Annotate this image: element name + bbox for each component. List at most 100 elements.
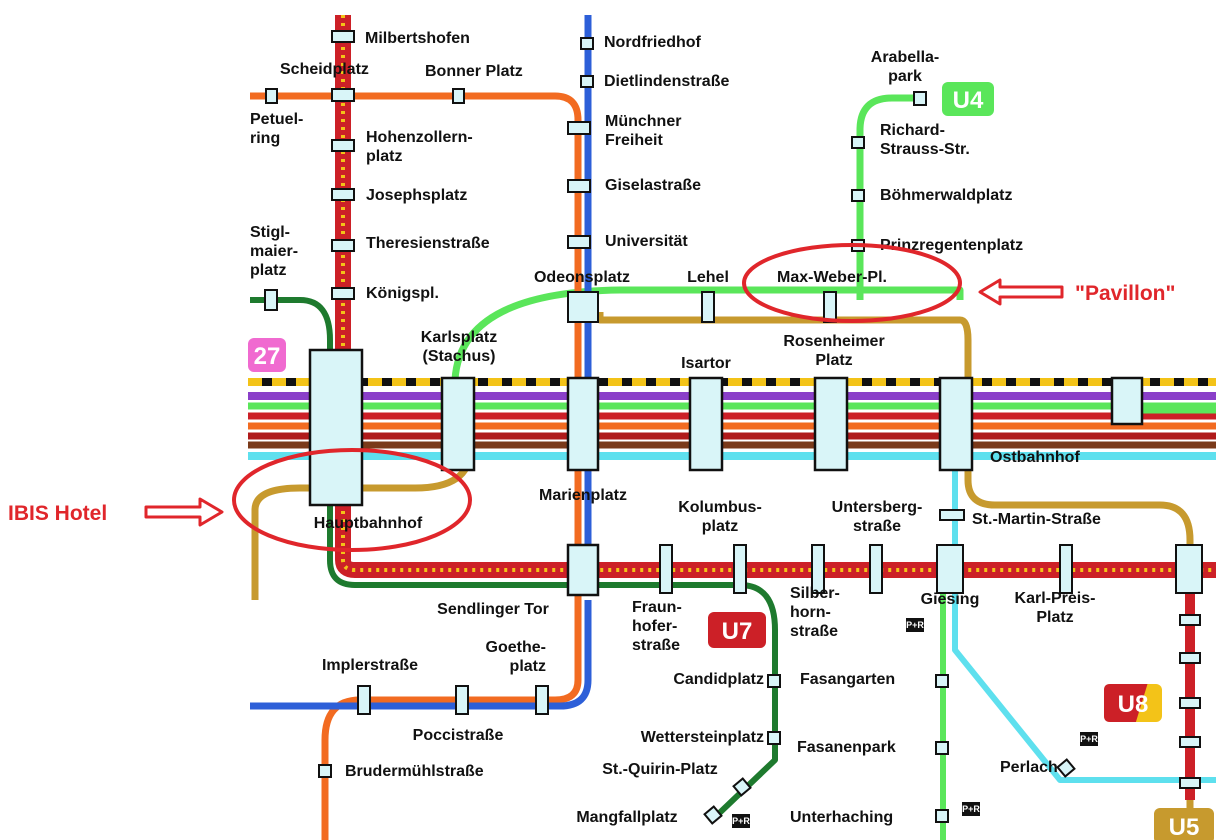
station-label-odeonsplatz: Odeonsplatz bbox=[534, 269, 630, 286]
station-marker-candidplatz bbox=[767, 674, 781, 688]
station-marker-wettersteinplatz bbox=[767, 731, 781, 745]
pr-label: P+R bbox=[732, 816, 750, 826]
badge-bg bbox=[708, 612, 766, 648]
station-label-line: Rosenheimer bbox=[783, 333, 884, 350]
station-label-line: St.-Martin-Straße bbox=[972, 511, 1101, 528]
station-label-st-martin-strasse: St.-Martin-Straße bbox=[972, 511, 1101, 528]
line-badge-u4: U4 bbox=[942, 82, 994, 116]
badge-label: U4 bbox=[953, 87, 984, 114]
station-marker-marienplatz bbox=[566, 376, 600, 472]
station-marker-mangfallplatz bbox=[703, 805, 723, 825]
station-marker-east-end bbox=[1110, 376, 1144, 426]
station-label-wettersteinplatz: Wettersteinplatz bbox=[641, 729, 764, 746]
station-label-prinzregentenplatz: Prinzregentenplatz bbox=[880, 237, 1023, 254]
line-u4-north bbox=[856, 94, 925, 300]
station-label-untersbergstrasse: Untersberg-straße bbox=[832, 499, 923, 535]
highlight-circle-max-weber-platz bbox=[742, 243, 962, 323]
station-marker-dietlindenstrasse bbox=[580, 75, 594, 88]
station-marker-scheidplatz bbox=[331, 88, 355, 102]
station-label-line: Scheidplatz bbox=[280, 61, 369, 78]
badge-bg bbox=[942, 82, 994, 116]
station-label-line: Freiheit bbox=[605, 132, 663, 149]
station-label-richard-strauss: Richard- Strauss-Str. bbox=[880, 122, 970, 158]
station-label-line: straße bbox=[632, 637, 680, 654]
station-marker-u8-stop-5 bbox=[1179, 777, 1201, 789]
station-marker-st-martin-strasse bbox=[939, 509, 965, 521]
route-lines bbox=[248, 15, 1216, 840]
station-marker-petuelring bbox=[265, 88, 278, 104]
station-marker-st-quirin-platz bbox=[732, 777, 752, 797]
station-label-poccistrasse: Poccistraße bbox=[413, 727, 504, 744]
station-label-line: Sendlinger Tor bbox=[437, 601, 549, 618]
station-marker-unterhaching bbox=[935, 809, 949, 823]
station-marker-giesing bbox=[936, 544, 964, 594]
station-marker-sendlinger-tor bbox=[566, 543, 600, 597]
badge-label: 27 bbox=[254, 343, 281, 370]
station-label-line: (Stachus) bbox=[423, 348, 496, 365]
station-label-line: Hauptbahnhof bbox=[314, 515, 423, 532]
station-marker-fasanenpark bbox=[935, 741, 949, 755]
station-label-sendlinger-tor: Sendlinger Tor bbox=[437, 601, 549, 618]
badge-bg bbox=[1154, 808, 1214, 840]
park-and-ride-icon: P+R bbox=[962, 802, 980, 816]
station-marker-josephsplatz bbox=[331, 188, 355, 201]
station-label-line: Arabella- bbox=[871, 49, 939, 66]
station-label-line: Hohenzollern- bbox=[366, 129, 473, 146]
station-label-line: Marienplatz bbox=[539, 487, 627, 504]
annotation-pavillon: "Pavillon" bbox=[1075, 282, 1175, 305]
station-marker-bonner-platz bbox=[452, 88, 465, 104]
station-label-line: park bbox=[888, 68, 922, 85]
station-label-line: Petuel- bbox=[250, 111, 303, 128]
station-marker-poccistrasse bbox=[455, 685, 469, 715]
pr-box bbox=[732, 814, 750, 828]
station-label-line: Platz bbox=[1036, 609, 1073, 626]
station-label-line: maier- bbox=[250, 243, 298, 260]
line-badge-u5: U5 bbox=[1154, 808, 1214, 840]
badge-label: U8 bbox=[1118, 691, 1149, 718]
pr-box bbox=[962, 802, 980, 816]
station-label-line: Brudermühlstraße bbox=[345, 763, 484, 780]
annotation-ibis-hotel: IBIS Hotel bbox=[8, 502, 107, 525]
station-label-line: Milbertshofen bbox=[365, 30, 470, 47]
line-u1 bbox=[250, 297, 778, 825]
pr-label: P+R bbox=[1080, 734, 1098, 744]
station-label-line: Poccistraße bbox=[413, 727, 504, 744]
station-marker-muenchner-freiheit bbox=[567, 121, 591, 135]
station-label-line: Giesing bbox=[921, 591, 980, 608]
park-and-ride-icon: P+R bbox=[1080, 732, 1098, 746]
station-marker-stiglmaierplatz bbox=[264, 289, 278, 311]
station-label-line: Goethe- bbox=[486, 639, 546, 656]
station-label-perlach: Perlach bbox=[1000, 759, 1058, 776]
station-label-line: Karl-Preis- bbox=[1015, 590, 1096, 607]
station-label-nordfriedhof: Nordfriedhof bbox=[604, 34, 702, 51]
station-label-st-quirin-platz: St.-Quirin-Platz bbox=[602, 761, 718, 778]
station-marker-u8-stop-2 bbox=[1179, 652, 1201, 664]
station-label-unterhaching: Unterhaching bbox=[790, 809, 893, 826]
line-u3 bbox=[250, 92, 582, 840]
station-marker-karlsplatz bbox=[440, 376, 476, 472]
station-label-theresienstrasse: Theresienstraße bbox=[366, 235, 490, 252]
station-marker-perlach bbox=[1056, 758, 1076, 778]
station-label-line: Lehel bbox=[687, 269, 729, 286]
pr-label: P+R bbox=[962, 804, 980, 814]
line-badge-u7: U7 bbox=[708, 612, 766, 648]
station-label-line: Prinzregentenplatz bbox=[880, 237, 1023, 254]
station-label-line: Strauss-Str. bbox=[880, 141, 970, 158]
station-label-silberhornstrasse: Silber-horn-straße bbox=[790, 585, 840, 640]
station-label-line: Untersberg- bbox=[832, 499, 923, 516]
badge-bg-red bbox=[1104, 684, 1148, 722]
highlight-circle-hauptbahnhof bbox=[232, 448, 472, 552]
arrow-right-icon bbox=[144, 497, 224, 527]
station-label-fasanenpark: Fasanenpark bbox=[797, 739, 896, 756]
badge-bg bbox=[248, 338, 286, 372]
station-marker-fasangarten bbox=[935, 674, 949, 688]
station-marker-theresienstrasse bbox=[331, 239, 355, 252]
station-label-line: Richard- bbox=[880, 122, 945, 139]
station-label-line: platz bbox=[510, 658, 546, 675]
line-badge-s27: 27 bbox=[248, 338, 286, 372]
station-marker-universitaet bbox=[567, 235, 591, 249]
station-marker-kolumbusplatz bbox=[733, 544, 747, 594]
station-marker-max-weber-platz bbox=[823, 291, 837, 323]
station-label-line: Böhmerwaldplatz bbox=[880, 187, 1012, 204]
